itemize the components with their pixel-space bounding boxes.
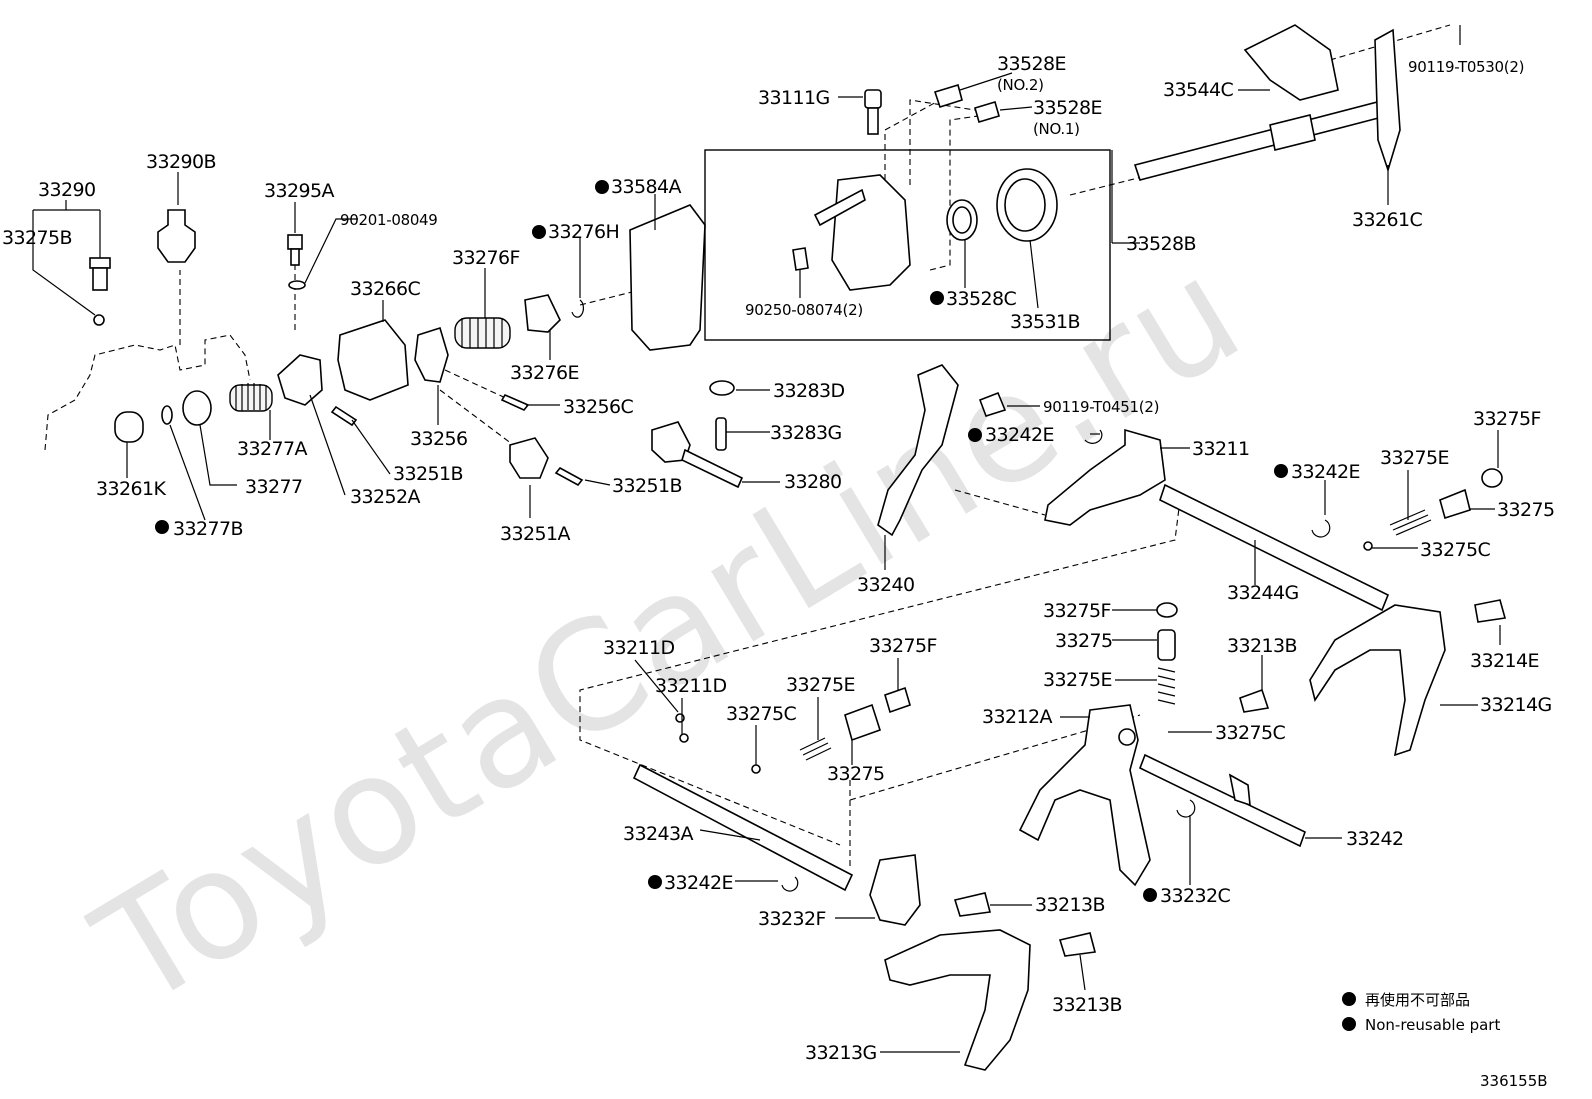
label-33243a: 33243A: [623, 823, 693, 845]
label-33275e-c: 33275E: [1043, 669, 1112, 691]
label-33275-c: 33275: [1055, 630, 1112, 652]
label-33242: 33242: [1346, 828, 1403, 850]
label-33275b: 33275B: [2, 227, 72, 249]
label-33544c: 33544C: [1163, 79, 1233, 101]
label-33256: 33256: [410, 428, 467, 450]
label-90119-t0451: 90119-T0451(2): [1043, 398, 1159, 416]
label-33295a: 33295A: [264, 180, 334, 202]
label-33275e-a: 33275E: [1380, 447, 1449, 469]
label-33252a: 33252A: [350, 486, 420, 508]
part-labels: 33290 33275B 33290B 33295A 90201-08049 3…: [2, 53, 1555, 1064]
label-33214e: 33214E: [1470, 650, 1539, 672]
label-33211d-a: 33211D: [603, 637, 674, 659]
label-33275c-a: 33275C: [1420, 539, 1490, 561]
label-33261k: 33261K: [96, 478, 166, 500]
label-33111g: 33111G: [758, 87, 830, 109]
label-33251b-a: 33251B: [393, 463, 463, 485]
label-33275f-c: 33275F: [1043, 600, 1111, 622]
spring-33276f: [454, 317, 511, 349]
label-33212a: 33212A: [982, 706, 1052, 728]
label-no2: (NO.2): [997, 76, 1044, 94]
label-33213g: 33213G: [805, 1042, 877, 1064]
legend-japanese: 再使用不可部品: [1365, 991, 1470, 1009]
label-33275c-c: 33275C: [1215, 722, 1285, 744]
label-33275f-b: 33275F: [869, 635, 937, 657]
label-33275e-b: 33275E: [786, 674, 855, 696]
label-33213b-a: 33213B: [1227, 635, 1297, 657]
label-33266c: 33266C: [350, 278, 420, 300]
label-90250-08074: 90250-08074(2): [745, 301, 863, 319]
label-33276e: 33276E: [510, 362, 579, 384]
non-reusable-markers: [155, 180, 1288, 902]
label-33242e-c: 33242E: [664, 872, 733, 894]
label-33251a: 33251A: [500, 523, 570, 545]
part-drawings: [44, 24, 1507, 1071]
label-33275-a: 33275: [1497, 499, 1554, 521]
label-33528b: 33528B: [1126, 233, 1196, 255]
spring-33277a: [229, 383, 273, 412]
label-33283d: 33283D: [773, 380, 844, 402]
label-33276h: 33276H: [548, 221, 619, 243]
label-33256c: 33256C: [563, 396, 633, 418]
label-33528c: 33528C: [946, 288, 1016, 310]
label-33277: 33277: [245, 476, 302, 498]
label-33584a: 33584A: [611, 176, 681, 198]
label-90201-08049: 90201-08049: [340, 211, 438, 229]
label-33276f: 33276F: [452, 247, 520, 269]
label-33251b-b: 33251B: [612, 475, 682, 497]
label-33528e-no1: 33528E: [1033, 97, 1102, 119]
label-33211: 33211: [1192, 438, 1249, 460]
label-33232c: 33232C: [1160, 885, 1230, 907]
label-33290b: 33290B: [146, 151, 216, 173]
label-33242e-a: 33242E: [985, 424, 1054, 446]
legend: 再使用不可部品 Non-reusable part: [1342, 991, 1500, 1034]
legend-bullet-2: [1342, 1017, 1356, 1031]
legend-bullet-1: [1342, 992, 1356, 1006]
label-33283g: 33283G: [770, 422, 842, 444]
label-33277a: 33277A: [237, 438, 307, 460]
label-33275f-a: 33275F: [1473, 408, 1541, 430]
label-33242e-b: 33242E: [1291, 461, 1360, 483]
label-33244g: 33244G: [1227, 582, 1299, 604]
diagram-code: 336155B: [1480, 1072, 1548, 1090]
label-33213b-b: 33213B: [1035, 894, 1105, 916]
label-33277b: 33277B: [173, 518, 243, 540]
label-33214g: 33214G: [1480, 694, 1552, 716]
spring-33275e-a: [1389, 509, 1432, 536]
label-33261c: 33261C: [1352, 209, 1422, 231]
label-33240: 33240: [857, 574, 914, 596]
label-33232f: 33232F: [758, 908, 826, 930]
label-90119-t0530: 90119-T0530(2): [1408, 58, 1524, 76]
label-no1: (NO.1): [1033, 120, 1080, 138]
label-33528e-no2: 33528E: [997, 53, 1066, 75]
label-33531b: 33531B: [1010, 311, 1080, 333]
label-33275-b: 33275: [827, 763, 884, 785]
label-33275c-b: 33275C: [726, 703, 796, 725]
legend-non-reusable: Non-reusable part: [1365, 1016, 1500, 1034]
label-33290: 33290: [38, 179, 95, 201]
label-33280: 33280: [784, 471, 841, 493]
label-33213b-c: 33213B: [1052, 994, 1122, 1016]
label-33211d-b: 33211D: [655, 675, 726, 697]
leader-lines: [32, 25, 1501, 1053]
